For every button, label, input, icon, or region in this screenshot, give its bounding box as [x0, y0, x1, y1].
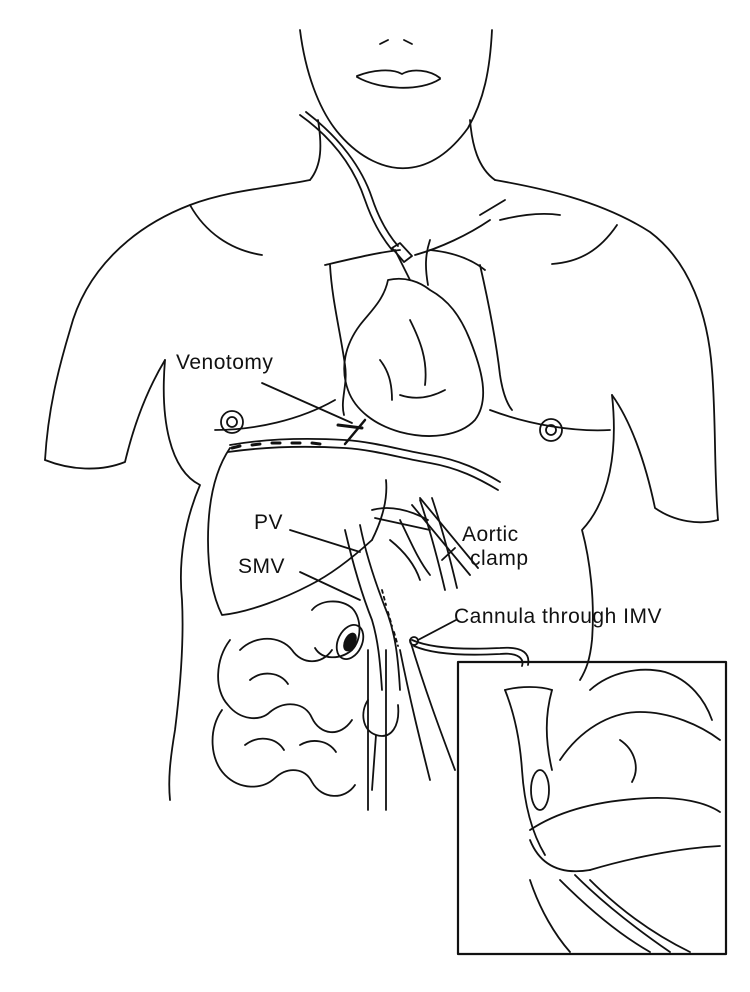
- nipples: [221, 411, 562, 441]
- iliac-vessels: [363, 640, 455, 810]
- face-outline: [300, 30, 492, 168]
- venotomy-label: Venotomy: [176, 352, 273, 374]
- inset-detail: [505, 670, 720, 952]
- torso-outline: [45, 360, 718, 800]
- cannula-label: Cannula through IMV: [454, 606, 662, 628]
- small-bowel: [213, 601, 369, 795]
- smv-label: SMV: [238, 556, 285, 578]
- venotomy-leader: [262, 383, 352, 423]
- neck-shoulders: [45, 120, 718, 520]
- pv-leader: [290, 530, 360, 552]
- aortic-label: Aortic: [462, 524, 519, 546]
- leader-lines: [262, 383, 456, 640]
- neck-cannula-tubing: [300, 112, 412, 262]
- clamp-label: clamp: [470, 548, 529, 570]
- heart: [344, 200, 560, 436]
- cannula-leader: [418, 620, 456, 640]
- pv-label: PV: [254, 512, 283, 534]
